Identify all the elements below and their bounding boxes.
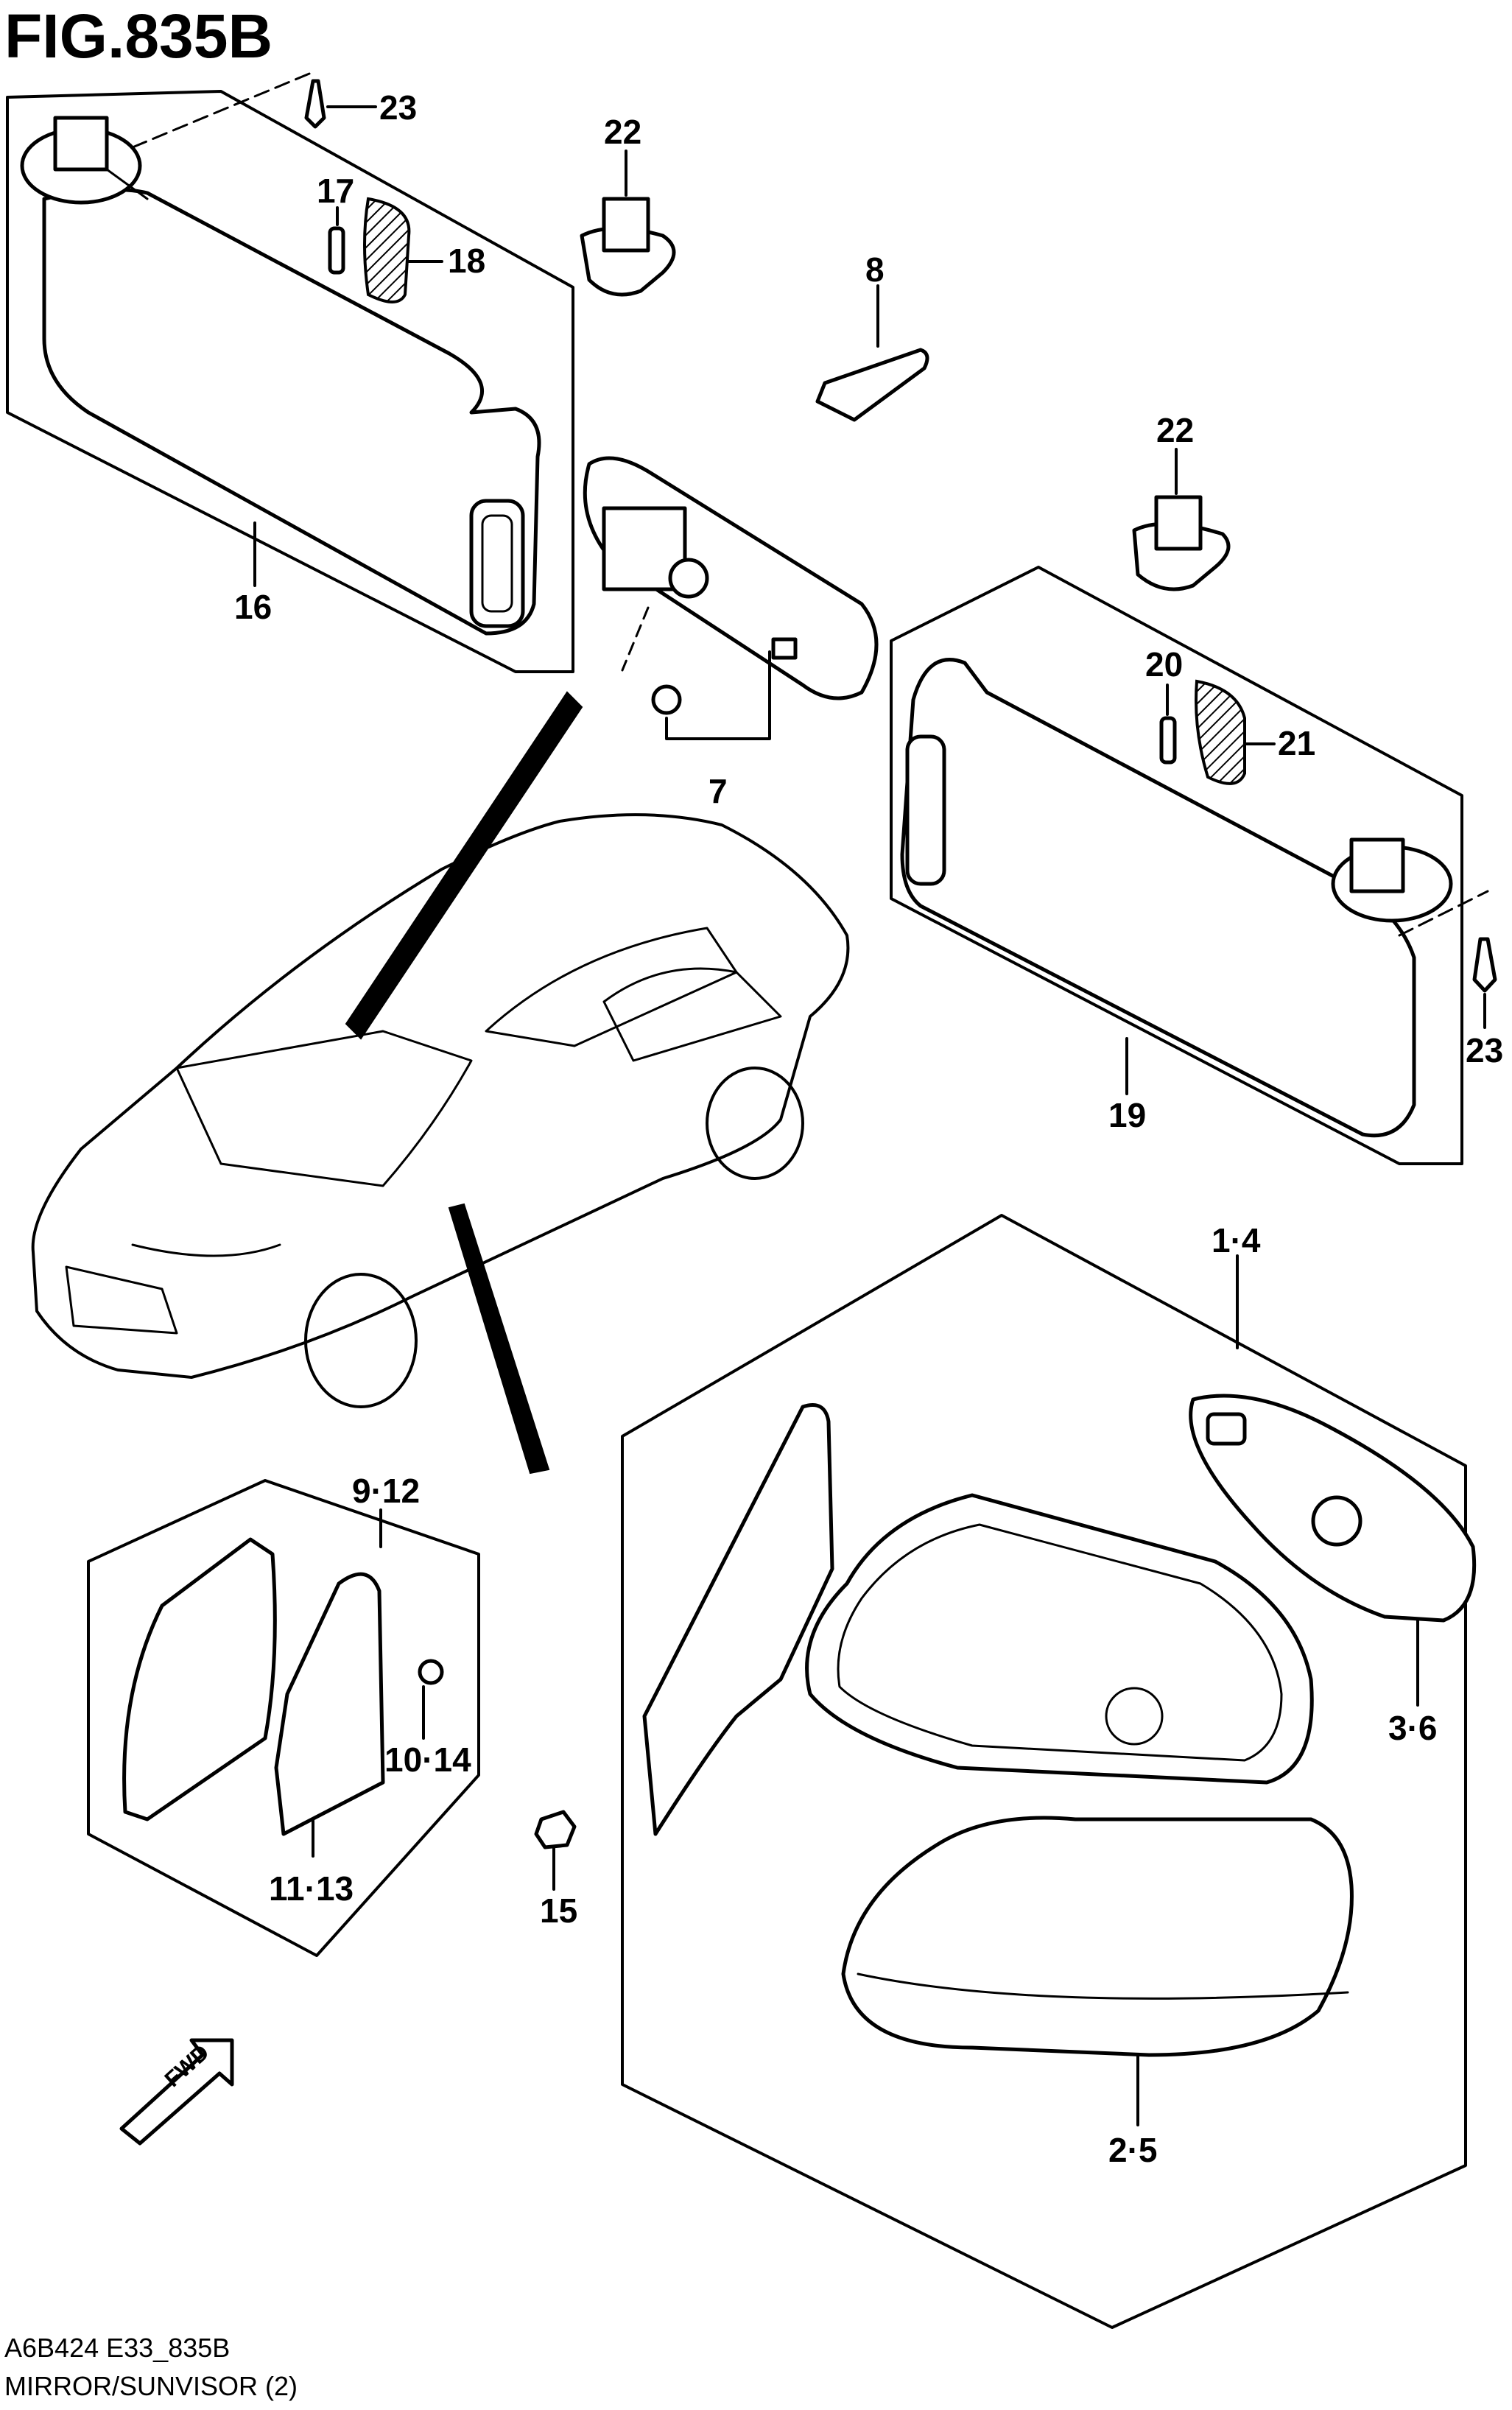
door-mirror-group [621, 1214, 1477, 2329]
visor-label-21[interactable] [1195, 679, 1246, 785]
vehicle-outline [31, 691, 850, 1475]
door-mirror-cover-edge [857, 1972, 1349, 2000]
door-mirror-housing[interactable] [805, 1493, 1314, 1785]
callout-11-13: 11·13 [269, 1869, 354, 1908]
holder-22-top[interactable] [580, 197, 676, 297]
clip-10-14[interactable] [418, 1659, 444, 1685]
mirror-ball-joint [668, 558, 709, 599]
callout-23b: 23 [1466, 1031, 1503, 1069]
right-sunvisor-holder[interactable] [1349, 837, 1405, 893]
car-body [31, 813, 850, 1379]
callout-10-14: 10·14 [384, 1740, 471, 1779]
screw-icon [1472, 937, 1497, 993]
callout-3-6: 3·6 [1388, 1709, 1437, 1747]
car-grille [65, 1265, 178, 1335]
mirror-trim-group [87, 1479, 480, 1957]
car-side-window-front [485, 927, 738, 1047]
mirror-trim-group-frame [87, 1479, 480, 1957]
mirror-cover-bracket [815, 348, 929, 422]
callout-7: 7 [708, 772, 728, 810]
footer-code: A6B424 E33_835B [4, 2333, 230, 2363]
screw-23-right[interactable] [1472, 937, 1497, 993]
footer-name: MIRROR/SUNVISOR (2) [4, 2371, 298, 2401]
car-rear-wheel [706, 1067, 804, 1180]
right-sunvisor-group [890, 566, 1489, 1165]
inside-mirror-group [583, 456, 879, 740]
left-vanity-mirror[interactable] [469, 499, 525, 628]
figure-title: FIG.835B [4, 1, 272, 71]
mirror-sensor-window [771, 637, 798, 660]
callout-15: 15 [540, 1891, 577, 1930]
mirror-screw-leader [621, 606, 650, 672]
right-vanity-mirror[interactable] [905, 734, 946, 886]
callout-20: 20 [1145, 645, 1183, 684]
mirror-seal-11-13[interactable] [274, 1572, 385, 1836]
fwd-arrow-shape [119, 2038, 234, 2146]
mirror-garnish-9-12[interactable] [122, 1537, 277, 1821]
screw-23-top[interactable] [304, 79, 377, 129]
leader-7 [665, 650, 771, 740]
callout-9-12: 9·12 [352, 1472, 420, 1510]
nut-15[interactable] [534, 1810, 577, 1891]
visor-label-18[interactable] [363, 197, 411, 303]
callout-23a: 23 [379, 88, 417, 127]
pointer-to-door-mirror [448, 1203, 550, 1475]
mirror-screw[interactable] [651, 684, 682, 715]
left-sunvisor-group [6, 72, 574, 673]
callout-19: 19 [1108, 1096, 1146, 1134]
holder-22-right[interactable] [1132, 495, 1231, 591]
nut-icon [534, 1810, 577, 1849]
callout-2-5: 2·5 [1108, 2131, 1157, 2169]
fwd-arrow: FWD [119, 2038, 234, 2146]
left-vanity-mirror-inner [481, 514, 513, 613]
callout-18: 18 [448, 242, 485, 280]
right-sunvisor-group-frame [890, 566, 1463, 1165]
mirror-glass-tab [1206, 1412, 1247, 1446]
mirror-motor-boss [1105, 1687, 1164, 1746]
pointer-to-interior [345, 691, 583, 1040]
callout-21: 21 [1278, 724, 1315, 762]
sunvisor-holder-22a-top [602, 197, 650, 253]
callout-1-4: 1·4 [1212, 1221, 1261, 1260]
door-mirror-group-frame [621, 1214, 1467, 2329]
clip-17[interactable] [328, 226, 345, 275]
right-sunvisor[interactable] [900, 658, 1416, 1138]
callout-16: 16 [234, 588, 272, 626]
callout-17: 17 [317, 172, 354, 210]
bracket-8[interactable] [815, 348, 929, 422]
mirror-glass-pivot [1311, 1495, 1362, 1547]
callout-8: 8 [865, 250, 885, 289]
callout-22a: 22 [604, 113, 641, 151]
left-sunvisor-group-frame [6, 90, 574, 673]
car-side-window-rear [602, 967, 782, 1062]
car-headlamp-line [131, 1243, 281, 1257]
door-mirror-housing-inner [837, 1523, 1283, 1762]
right-screw-leader [1398, 890, 1489, 937]
sunvisor-holder-22b-top [1154, 495, 1203, 551]
screw-icon [304, 79, 326, 129]
car-front-wheel [304, 1273, 418, 1408]
left-sunvisor-holder[interactable] [53, 116, 109, 172]
door-mirror-base[interactable] [642, 1403, 834, 1836]
car-windshield [175, 1030, 473, 1187]
left-screw-leader [131, 72, 311, 149]
clip-20[interactable] [1159, 716, 1177, 765]
door-mirror-cover-2-5[interactable] [841, 1816, 1354, 2057]
left-visor-rod [105, 168, 149, 200]
callout-22b: 22 [1156, 411, 1194, 449]
